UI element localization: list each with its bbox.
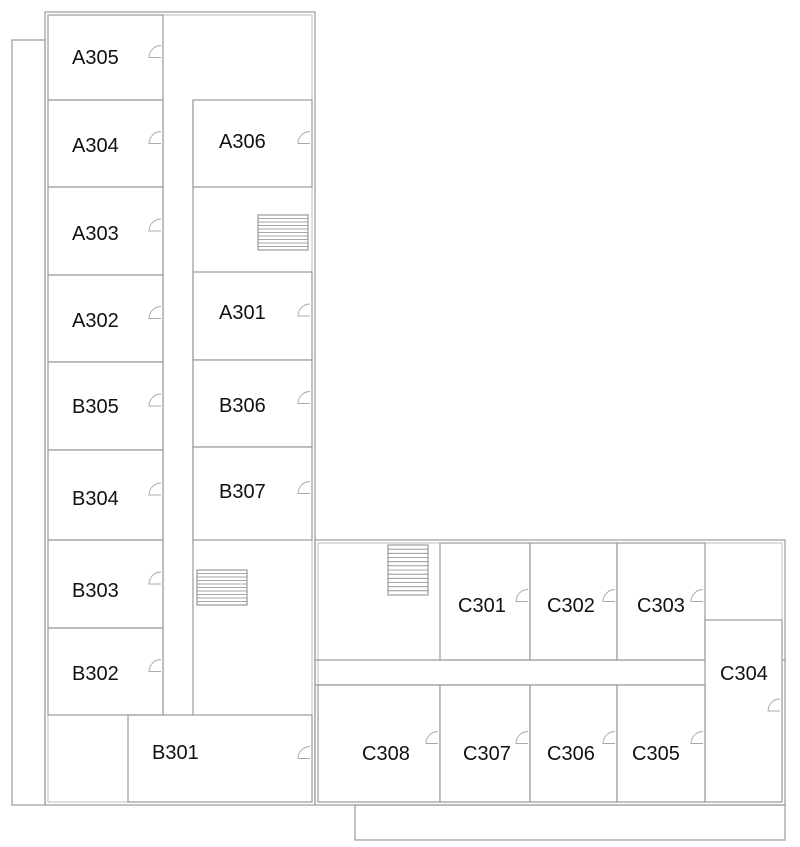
door-swing-icon: [148, 45, 162, 58]
room-c307: C307: [439, 684, 531, 803]
room-label: B304: [72, 488, 119, 510]
room-c303: C303: [616, 542, 706, 661]
room-b305: B305: [47, 361, 164, 451]
room-outline: [47, 99, 164, 188]
room-outline: [47, 186, 164, 276]
door-swing-icon: [148, 131, 162, 144]
room-b304: B304: [47, 449, 164, 541]
room-label: C302: [547, 595, 595, 617]
room-label: A301: [219, 302, 266, 324]
room-outline: [47, 361, 164, 451]
room-label: C305: [632, 743, 680, 765]
room-label: C308: [362, 743, 410, 765]
door-swing-icon: [148, 659, 162, 672]
door-swing-icon: [297, 391, 311, 404]
door-swing-icon: [690, 589, 704, 602]
door-swing-icon: [425, 731, 439, 744]
room-label: B301: [152, 742, 199, 764]
room-a302: A302: [47, 274, 164, 363]
room-outline: [192, 446, 313, 541]
room-outline: [192, 99, 313, 188]
room-b306: B306: [192, 359, 313, 448]
room-outline: [439, 542, 531, 661]
south-balcony: [354, 804, 786, 841]
door-swing-icon: [297, 746, 311, 759]
room-outline: [439, 684, 531, 803]
door-swing-icon: [148, 306, 162, 319]
room-b302: B302: [47, 627, 164, 716]
stair-middle: [196, 569, 248, 606]
room-a304: A304: [47, 99, 164, 188]
stair-north: [257, 214, 309, 251]
room-outline: [47, 539, 164, 629]
room-label: B303: [72, 580, 119, 602]
room-label: A305: [72, 47, 119, 69]
door-swing-icon: [515, 589, 529, 602]
room-outline: [616, 542, 706, 661]
room-a301: A301: [192, 271, 313, 361]
room-a305: A305: [47, 14, 164, 101]
room-label: A306: [219, 131, 266, 153]
door-swing-icon: [767, 698, 781, 712]
room-outline: [47, 14, 164, 101]
room-outline: [317, 684, 441, 803]
room-outline: [47, 449, 164, 541]
room-b301: B301: [127, 714, 313, 803]
west-balcony: [11, 39, 46, 806]
door-swing-icon: [297, 481, 311, 494]
room-c304: C304: [704, 619, 783, 803]
room-c302: C302: [529, 542, 618, 661]
door-swing-icon: [148, 218, 162, 232]
room-label: B307: [219, 481, 266, 503]
room-c301: C301: [439, 542, 531, 661]
room-outline: [47, 274, 164, 363]
door-swing-icon: [602, 731, 616, 744]
door-swing-icon: [148, 571, 162, 585]
room-label: B302: [72, 663, 119, 685]
room-b307: B307: [192, 446, 313, 541]
room-label: C303: [637, 595, 685, 617]
room-label: B306: [219, 395, 266, 417]
room-label: C301: [458, 595, 506, 617]
door-swing-icon: [297, 131, 311, 144]
room-c305: C305: [616, 684, 706, 803]
room-outline: [192, 271, 313, 361]
room-label: C306: [547, 743, 595, 765]
door-swing-icon: [515, 731, 529, 744]
door-swing-icon: [148, 393, 162, 407]
room-outline: [529, 684, 618, 803]
room-label: C304: [720, 663, 768, 685]
door-swing-icon: [602, 589, 616, 602]
room-a303: A303: [47, 186, 164, 276]
room-label: A302: [72, 310, 119, 332]
room-label: C307: [463, 743, 511, 765]
room-label: B305: [72, 396, 119, 418]
room-b303: B303: [47, 539, 164, 629]
room-label: A303: [72, 223, 119, 245]
room-outline: [127, 714, 313, 803]
room-outline: [616, 684, 706, 803]
door-swing-icon: [297, 303, 311, 317]
room-c308: C308: [317, 684, 441, 803]
room-outline: [47, 627, 164, 716]
room-label: A304: [72, 135, 119, 157]
stair-east: [387, 544, 429, 596]
room-a306: A306: [192, 99, 313, 188]
door-swing-icon: [148, 482, 162, 496]
room-outline: [192, 359, 313, 448]
door-swing-icon: [690, 731, 704, 744]
room-c306: C306: [529, 684, 618, 803]
